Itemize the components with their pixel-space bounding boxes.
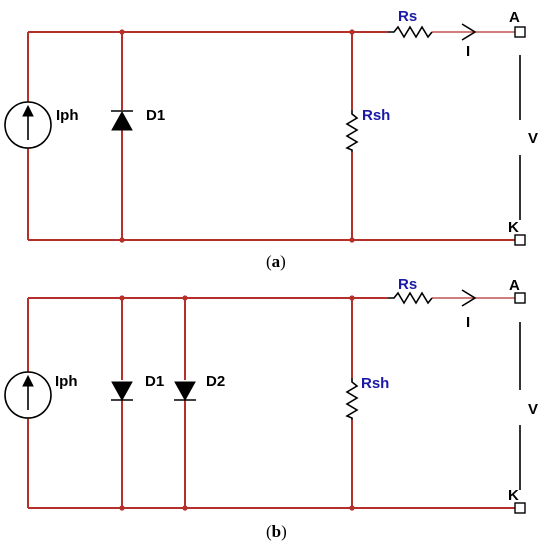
circuit-a-label-v: V xyxy=(528,130,538,147)
circuit-a-junction-dot xyxy=(119,237,125,243)
circuit-a-rsh-resistor-icon xyxy=(345,110,359,152)
circuit-a-rs-resistor-icon xyxy=(388,25,433,39)
circuit-a-terminal-k xyxy=(514,234,526,246)
circuit-b-junction-dot xyxy=(119,505,125,511)
circuit-b-terminal-a xyxy=(514,292,526,304)
circuit-a-current-source-icon xyxy=(4,101,52,149)
circuit-b-junction-dot xyxy=(182,295,188,301)
circuit-a-label-rs: Rs xyxy=(398,8,417,25)
circuit-b-label-i: I xyxy=(466,314,470,331)
circuit-b-rs-resistor-icon xyxy=(388,291,433,305)
circuit-a: Iph D1 Rsh Rs I A K V (a) xyxy=(4,8,538,271)
circuit-b-diode-d2-icon xyxy=(174,381,196,402)
circuit-b-terminal-k xyxy=(514,502,526,514)
circuit-a-label-d1: D1 xyxy=(146,107,165,124)
circuit-b-junction-dot xyxy=(182,505,188,511)
circuit-b-label-d2: D2 xyxy=(206,373,225,390)
circuit-a-junction-dot xyxy=(349,237,355,243)
circuit-a-label-a: A xyxy=(509,9,520,26)
circuit-a-label-i: I xyxy=(466,43,470,60)
circuit-b-label-a: A xyxy=(509,277,520,294)
circuit-b-current-source-icon xyxy=(4,371,52,419)
circuit-b-label-iph: Iph xyxy=(55,373,78,390)
circuit-a-terminal-a xyxy=(514,26,526,38)
circuit-b: Iph D1 D2 Rsh Rs I A K V (b) xyxy=(4,276,538,541)
circuit-b-junction-dot xyxy=(349,505,355,511)
circuit-a-junction-dot xyxy=(349,29,355,35)
circuit-a-diode-d1-icon xyxy=(111,110,133,131)
circuit-a-current-arrow-icon xyxy=(461,23,477,41)
circuit-a-junction-dot xyxy=(119,29,125,35)
circuit-b-label-k: K xyxy=(508,487,519,504)
circuit-b-current-arrow-icon xyxy=(461,289,477,307)
circuit-b-junction-dot xyxy=(349,295,355,301)
circuit-a-caption: (a) xyxy=(266,252,286,271)
circuit-b-rsh-resistor-icon xyxy=(345,378,359,420)
circuit-a-label-k: K xyxy=(508,219,519,236)
circuit-b-junction-dot xyxy=(119,295,125,301)
circuit-a-label-rsh: Rsh xyxy=(362,107,390,124)
circuit-b-label-rsh: Rsh xyxy=(361,375,389,392)
circuit-a-label-iph: Iph xyxy=(56,107,79,124)
circuit-b-label-v: V xyxy=(528,401,538,418)
circuit-b-caption: (b) xyxy=(266,522,287,541)
circuit-b-diode-d1-icon xyxy=(111,381,133,402)
circuit-b-label-rs: Rs xyxy=(398,276,417,293)
circuit-b-label-d1: D1 xyxy=(145,373,164,390)
